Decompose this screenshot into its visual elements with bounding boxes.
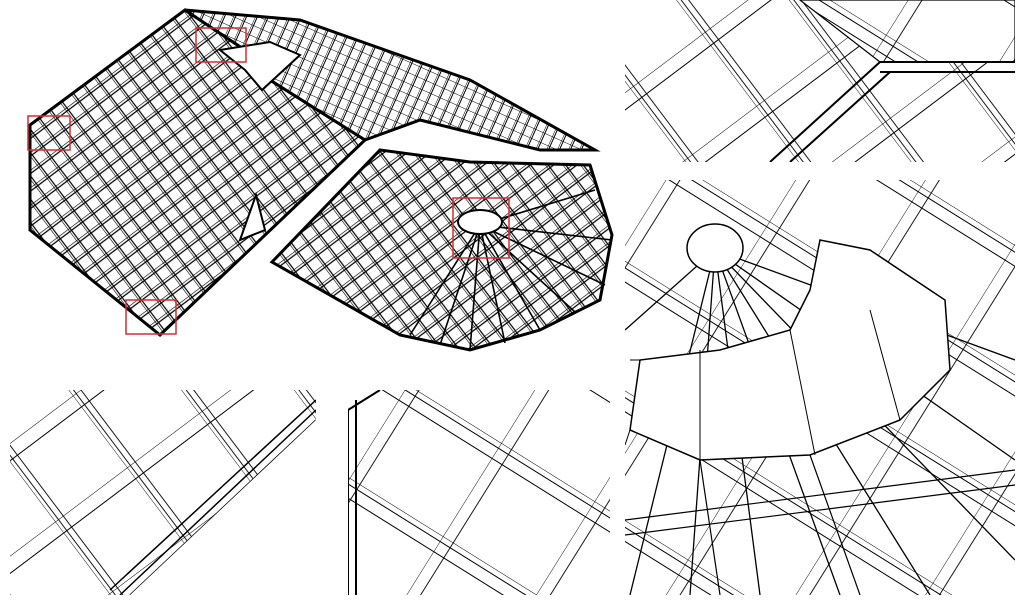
dormer bbox=[238, 191, 267, 242]
detail-skylight bbox=[625, 0, 1015, 162]
callout-box-skylight bbox=[195, 27, 247, 63]
dome-crown bbox=[457, 209, 503, 235]
dome-roof-plane bbox=[269, 148, 614, 352]
detail-eave-left bbox=[340, 390, 610, 595]
callout-box-eave-left bbox=[27, 115, 71, 151]
callout-box-eave-bottom bbox=[125, 299, 177, 335]
detail-dome-crown bbox=[625, 180, 1015, 595]
skylight-opening bbox=[217, 40, 302, 92]
dome-radial-ribs bbox=[409, 189, 613, 351]
callout-box-dome-crown bbox=[452, 197, 510, 259]
dome-oculus bbox=[686, 223, 744, 273]
roof-overview bbox=[27, 8, 614, 352]
detail-callout-boxes bbox=[27, 27, 510, 335]
detail-eave-bottom bbox=[10, 390, 316, 595]
